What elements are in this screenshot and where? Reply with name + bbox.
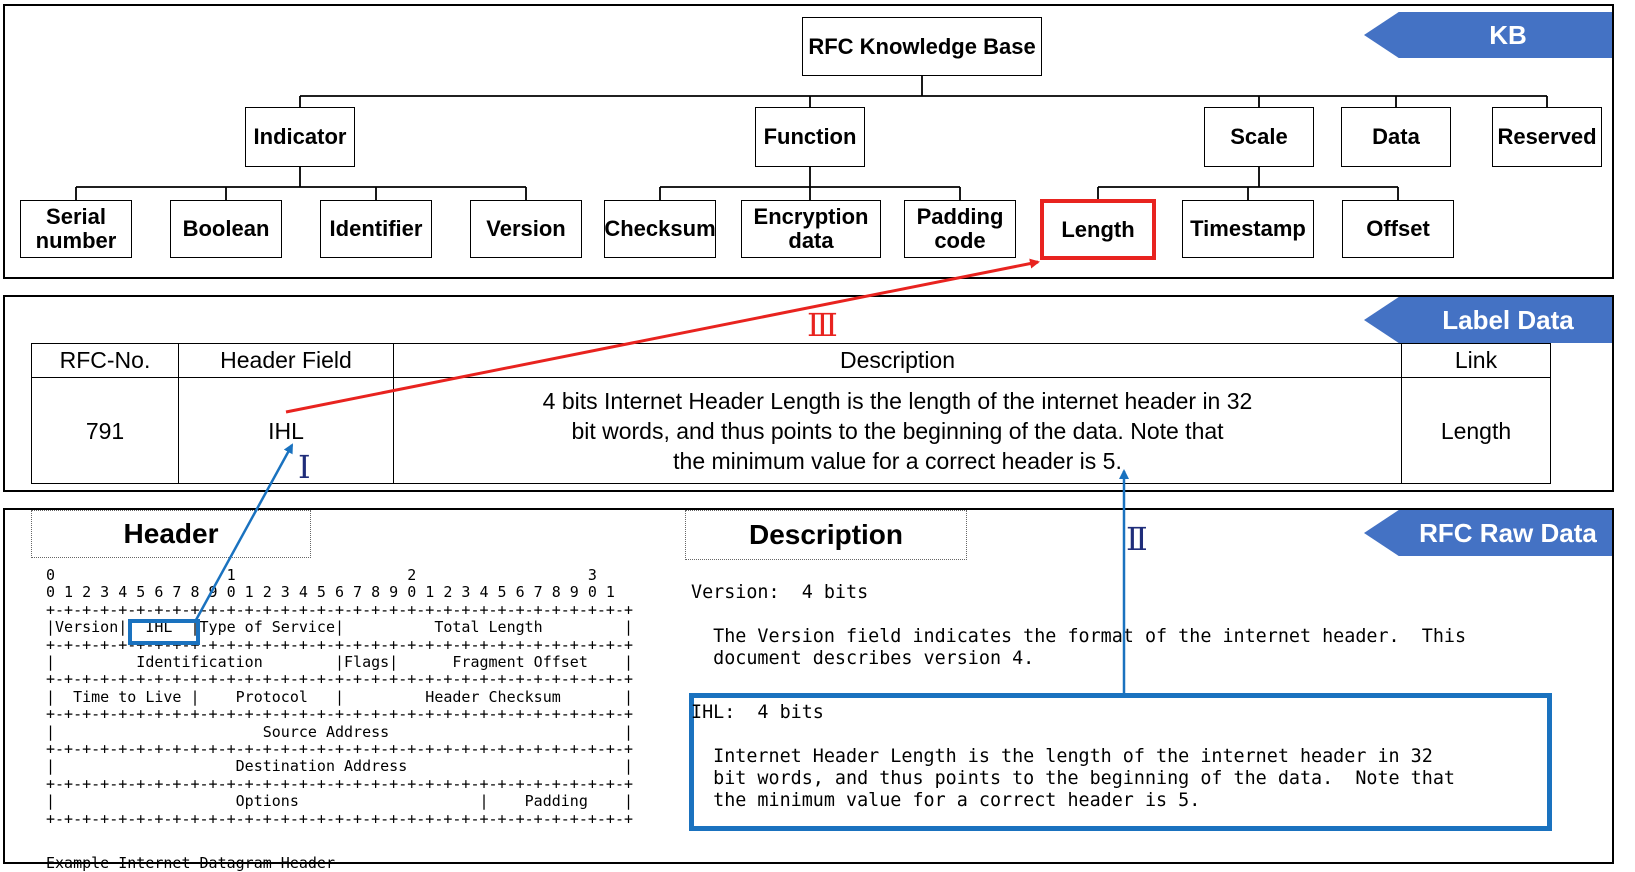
header-caption: Example Internet Datagram Header bbox=[46, 854, 335, 872]
header-line: | Options | Padding | bbox=[46, 792, 633, 811]
description-line: bit words, and thus points to the beginn… bbox=[571, 417, 1224, 444]
ihl-line: Internet Header Length is the length of … bbox=[691, 746, 1433, 767]
kb-leaf-serial-number: Serial number bbox=[20, 200, 132, 258]
header-line: +-+-+-+-+-+-+-+-+-+-+-+-+-+-+-+-+-+-+-+-… bbox=[46, 740, 633, 759]
ihl-description: IHL: 4 bits Internet Header Length is th… bbox=[691, 702, 1455, 812]
description-line: 4 bits Internet Header Length is the len… bbox=[542, 387, 1253, 414]
kb-category-function: Function bbox=[755, 107, 865, 167]
header-line: 0 1 2 3 bbox=[46, 566, 597, 584]
step-label-1: Ⅰ bbox=[298, 448, 311, 486]
ihl-line: the minimum value for a correct header i… bbox=[691, 790, 1201, 811]
header-line: +-+-+-+-+-+-+-+-+-+-+-+-+-+-+-+-+-+-+-+-… bbox=[46, 600, 633, 619]
kb-category-reserved: Reserved bbox=[1492, 107, 1602, 167]
step-label-3: Ⅲ bbox=[807, 306, 838, 344]
ihl-description-highlight bbox=[689, 693, 1552, 831]
version-description: Version: 4 bits The Version field indica… bbox=[691, 582, 1466, 670]
kb-leaf-checksum: Checksum bbox=[604, 200, 716, 258]
col-link: Link bbox=[1401, 343, 1551, 378]
description-line: the minimum value for a correct header i… bbox=[673, 447, 1122, 474]
kb-leaf-offset: Offset bbox=[1342, 200, 1454, 258]
kb-leaf-length: Length bbox=[1040, 199, 1156, 260]
header-line: +-+-+-+-+-+-+-+-+-+-+-+-+-+-+-+-+-+-+-+-… bbox=[46, 705, 633, 724]
kb-category-data: Data bbox=[1341, 107, 1451, 167]
ip-header-ascii-diagram: 0 1 2 3 0 1 2 3 4 5 6 7 8 9 0 1 2 3 4 5 … bbox=[46, 566, 633, 828]
header-line: 0 1 2 3 4 5 6 7 8 9 0 1 2 3 4 5 6 7 8 9 … bbox=[46, 583, 615, 602]
kb-category-scale: Scale bbox=[1204, 107, 1314, 167]
version-line: document describes version 4. bbox=[691, 648, 1035, 669]
header-line: +-+-+-+-+-+-+-+-+-+-+-+-+-+-+-+-+-+-+-+-… bbox=[46, 809, 633, 828]
step-label-2: Ⅱ bbox=[1126, 520, 1148, 558]
col-header-field: Header Field bbox=[178, 343, 394, 378]
label-data-header-row: RFC-No. Header Field Description Link bbox=[31, 343, 1551, 378]
kb-leaf-padding-code: Padding code bbox=[904, 200, 1016, 258]
ihl-line: bit words, and thus points to the beginn… bbox=[691, 768, 1455, 789]
kb-leaf-boolean: Boolean bbox=[170, 200, 282, 258]
kb-leaf-identifier: Identifier bbox=[320, 200, 432, 258]
description-section-title: Description bbox=[685, 510, 967, 560]
kb-tag: KB bbox=[1364, 12, 1612, 58]
label-data-tag: Label Data bbox=[1364, 297, 1612, 343]
kb-leaf-timestamp: Timestamp bbox=[1182, 200, 1314, 258]
kb-root-node: RFC Knowledge Base bbox=[802, 17, 1042, 76]
header-section-title: Header bbox=[31, 510, 311, 558]
version-line: Version: 4 bits bbox=[691, 582, 869, 603]
kb-category-indicator: Indicator bbox=[245, 107, 355, 167]
header-line: | Time to Live | Protocol | Header Check… bbox=[46, 687, 633, 706]
rfc-raw-data-tag: RFC Raw Data bbox=[1364, 510, 1612, 556]
cell-description: 4 bits Internet Header Length is the len… bbox=[393, 377, 1402, 484]
kb-leaf-version: Version bbox=[470, 200, 582, 258]
header-line: +-+-+-+-+-+-+-+-+-+-+-+-+-+-+-+-+-+-+-+-… bbox=[46, 670, 633, 689]
header-line: +-+-+-+-+-+-+-+-+-+-+-+-+-+-+-+-+-+-+-+-… bbox=[46, 635, 633, 654]
kb-leaf-encryption-data: Encryption data bbox=[741, 200, 881, 258]
table-row: 791 IHL 4 bits Internet Header Length is… bbox=[31, 377, 1551, 484]
label-data-table: RFC-No. Header Field Description Link 79… bbox=[31, 343, 1551, 484]
header-line: | Destination Address | bbox=[46, 757, 633, 776]
cell-link: Length bbox=[1401, 377, 1551, 484]
cell-header-field: IHL bbox=[178, 377, 394, 484]
cell-rfc-no: 791 bbox=[31, 377, 179, 484]
header-line: | Source Address | bbox=[46, 722, 633, 741]
ihl-field-highlight bbox=[128, 619, 200, 645]
header-line: +-+-+-+-+-+-+-+-+-+-+-+-+-+-+-+-+-+-+-+-… bbox=[46, 774, 633, 793]
ihl-line: IHL: 4 bits bbox=[691, 702, 824, 723]
col-rfc-no: RFC-No. bbox=[31, 343, 179, 378]
version-line: The Version field indicates the format o… bbox=[691, 626, 1467, 647]
col-description: Description bbox=[393, 343, 1402, 378]
header-line: | Identification |Flags| Fragment Offset… bbox=[46, 653, 633, 672]
